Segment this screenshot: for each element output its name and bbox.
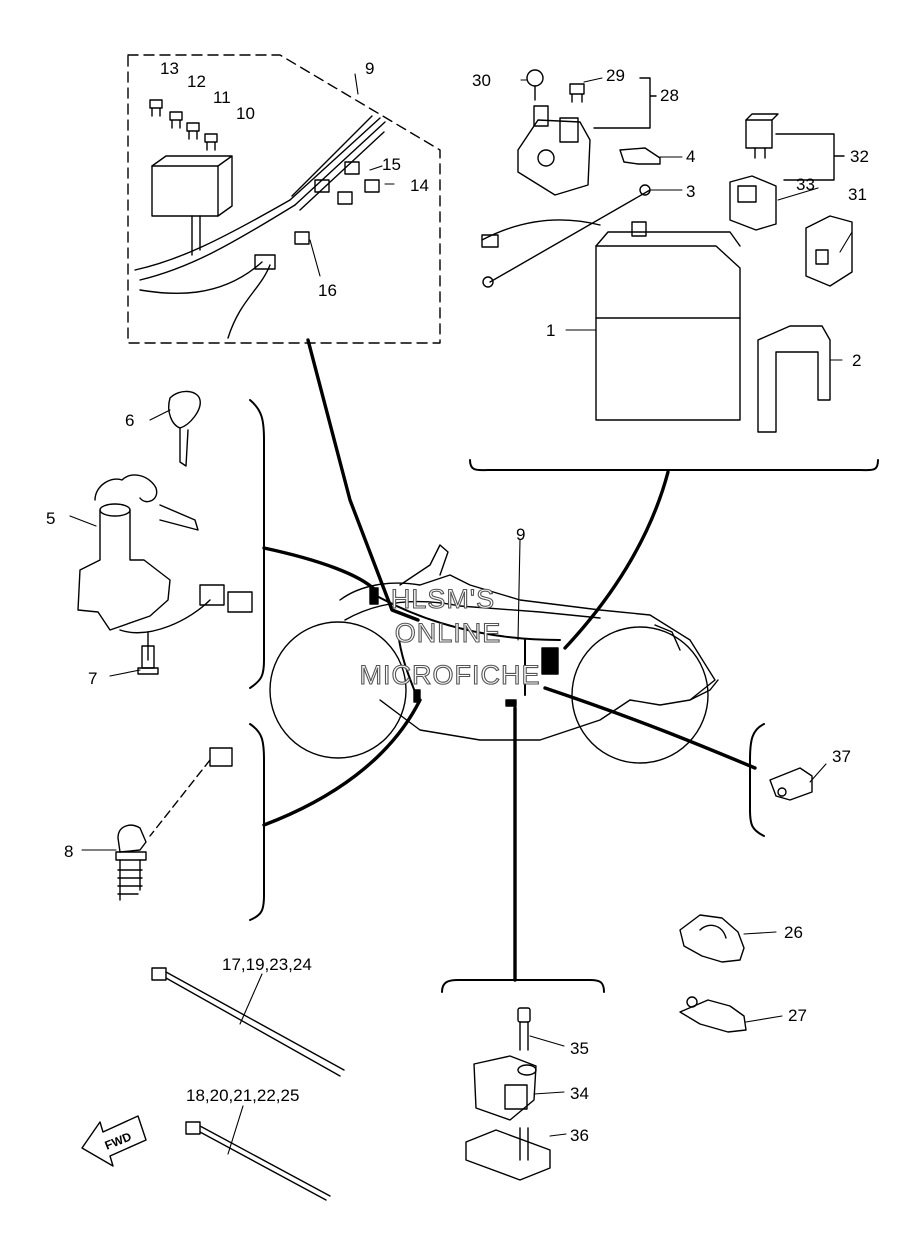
bike-connector-a (369, 587, 379, 605)
callout-15: 15 (382, 155, 401, 174)
watermark-line-3: MICROFICHE (360, 660, 541, 690)
sensor-34-drawing (473, 1055, 537, 1121)
callout-28: 28 (660, 86, 679, 105)
callout-8: 8 (64, 842, 73, 861)
bracket-37-drawing (769, 767, 813, 801)
callout-labels: 1 2 3 4 5 6 7 8 9 9 10 11 12 13 14 15 16… (46, 59, 869, 1145)
sensor-bolt-35-drawing (517, 1007, 531, 1051)
callout-9-inset: 9 (365, 59, 374, 78)
relay-31-drawing (805, 215, 853, 287)
callout-36: 36 (570, 1126, 589, 1145)
callout-37: 37 (832, 747, 851, 766)
callout-5: 5 (46, 509, 55, 528)
cable-tie-short-drawing (185, 1121, 331, 1201)
battery-drawing (595, 221, 741, 421)
bolt-7-drawing (137, 631, 159, 675)
bracket-36-drawing (465, 1127, 551, 1181)
callout-12: 12 (187, 72, 206, 91)
fwd-label: FWD (103, 1129, 134, 1152)
watermark-line-2: ONLINE (395, 618, 502, 648)
callout-16: 16 (318, 281, 337, 300)
callout-9-bike: 9 (516, 525, 525, 544)
callout-4: 4 (686, 147, 695, 166)
wire-harness-drawing (134, 99, 386, 339)
callout-32: 32 (850, 147, 869, 166)
fwd-arrow-icon (81, 1115, 147, 1167)
callout-1: 1 (546, 321, 555, 340)
leader-lines (262, 338, 757, 982)
battery-band-drawing (757, 325, 831, 433)
callout-33: 33 (796, 175, 815, 194)
callout-26: 26 (784, 923, 803, 942)
callout-11: 11 (213, 88, 231, 107)
bolt-30-drawing (526, 69, 544, 101)
battery-cable-drawing (481, 184, 651, 288)
neutral-switch-drawing (115, 747, 233, 901)
cable-tie-long-drawing (151, 967, 345, 1077)
bike-connector-b (413, 689, 421, 703)
terminal-cover-drawing (619, 147, 661, 165)
main-switch-drawing (77, 474, 253, 634)
harness-inset-dashed-frame (127, 54, 441, 344)
fuse-29-drawing (569, 83, 585, 103)
callout-29: 29 (606, 66, 625, 85)
callout-17-19-23-24: 17,19,23,24 (222, 955, 312, 974)
callout-3: 3 (686, 182, 695, 201)
callout-14: 14 (410, 176, 429, 195)
clamp-27-drawing (679, 996, 747, 1033)
callout-7: 7 (88, 669, 97, 688)
watermark: HLSM'S ONLINE MICROFICHE (359, 583, 541, 690)
bracket-32 (775, 133, 845, 181)
callout-2: 2 (852, 351, 861, 370)
key-drawing (168, 390, 201, 467)
callout-13: 13 (160, 59, 179, 78)
callout-18-20-21-22-25: 18,20,21,22,25 (186, 1086, 299, 1105)
watermark-line-1: HLSM'S (391, 584, 495, 614)
callout-31: 31 (848, 185, 867, 204)
clamp-26-drawing (679, 914, 745, 963)
callout-10: 10 (236, 104, 255, 123)
motorcycle-outline (269, 544, 719, 764)
starter-relay-drawing (517, 105, 591, 196)
bracket-28 (593, 77, 657, 129)
bike-connector-c (505, 699, 517, 707)
callout-30: 30 (472, 71, 491, 90)
relay-32-drawing (745, 113, 779, 159)
bike-relay-block (541, 647, 559, 675)
callout-27: 27 (788, 1006, 807, 1025)
callout-34: 34 (570, 1084, 589, 1103)
callout-6: 6 (125, 411, 134, 430)
relay-33-drawing (729, 175, 777, 231)
callout-leaders (69, 73, 853, 1155)
callout-35: 35 (570, 1039, 589, 1058)
